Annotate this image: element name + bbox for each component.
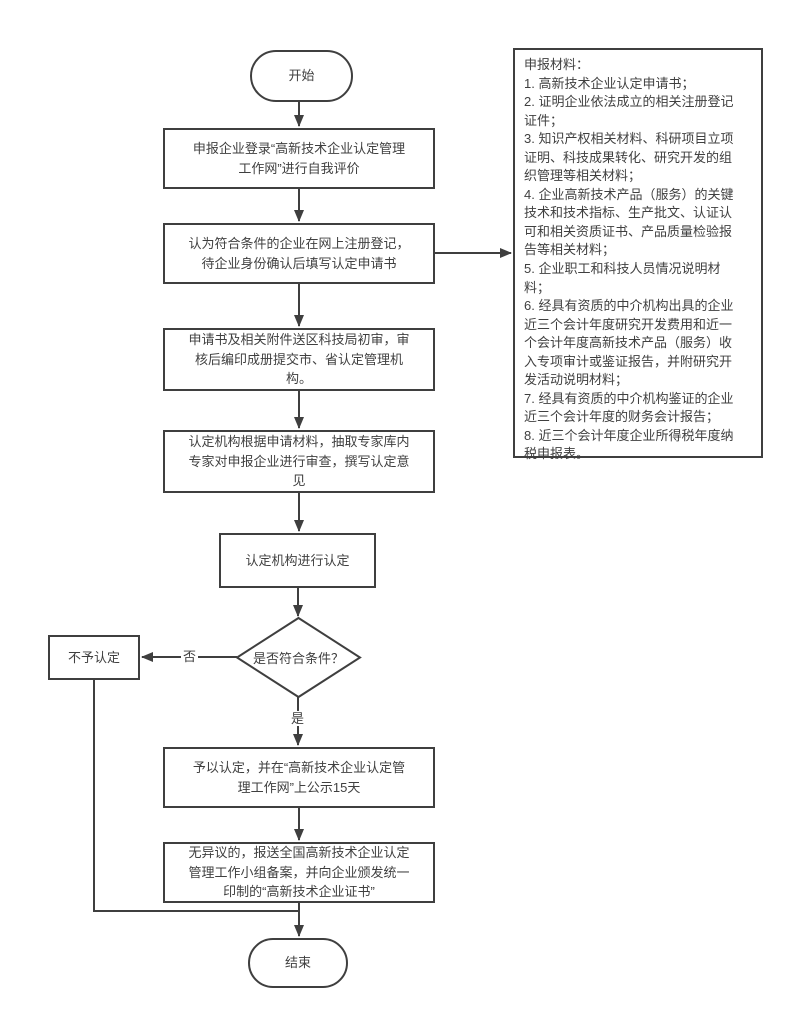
process-reject: 不予认定 xyxy=(48,635,140,680)
process-record-filing: 无异议的，报送全国高新技术企业认定 管理工作小组备案，并向企业颁发统一 印制的“… xyxy=(163,842,435,903)
process-self-evaluation: 申报企业登录“高新技术企业认定管理 工作网”进行自我评价 xyxy=(163,128,435,189)
start-node: 开始 xyxy=(250,50,353,102)
edge-label-no: 否 xyxy=(181,649,198,664)
process-expert-review-text: 认定机构根据申请材料，抽取专家库内 专家对申报企业进行审查，撰写认定意 见 xyxy=(188,434,410,489)
process-initial-review-text: 申请书及相关附件送区科技局初审，审 核后编印成册提交市、省认定管理机 构。 xyxy=(188,332,410,387)
process-publicize: 予以认定，并在“高新技术企业认定管 理工作网”上公示15天 xyxy=(163,747,435,808)
process-record-filing-text: 无异议的，报送全国高新技术企业认定 管理工作小组备案，并向企业颁发统一 印制的“… xyxy=(188,845,410,900)
process-self-evaluation-text: 申报企业登录“高新技术企业认定管理 工作网”进行自我评价 xyxy=(192,141,406,176)
end-node: 结束 xyxy=(248,938,348,988)
process-initial-review: 申请书及相关附件送区科技局初审，审 核后编印成册提交市、省认定管理机 构。 xyxy=(163,328,435,391)
process-register: 认为符合条件的企业在网上注册登记， 待企业身份确认后填写认定申请书 xyxy=(163,223,435,284)
process-reject-text: 不予认定 xyxy=(67,649,120,665)
process-recognition-text: 认定机构进行认定 xyxy=(245,552,350,568)
end-node-label: 结束 xyxy=(284,955,311,971)
materials-note: 申报材料： 1. 高新技术企业认定申请书； 2. 证明企业依法成立的相关注册登记… xyxy=(513,48,763,461)
edge-label-yes: 是 xyxy=(289,711,306,726)
process-expert-review: 认定机构根据申请材料，抽取专家库内 专家对申报企业进行审查，撰写认定意 见 xyxy=(163,430,435,493)
process-register-text: 认为符合条件的企业在网上注册登记， 待企业身份确认后填写认定申请书 xyxy=(188,236,410,271)
decision-node: 是否符合条件？ xyxy=(238,618,359,697)
process-publicize-text: 予以认定，并在“高新技术企业认定管 理工作网”上公示15天 xyxy=(192,760,406,795)
start-node-label: 开始 xyxy=(288,68,315,84)
edge-reject-to-end-junction xyxy=(93,680,299,912)
process-recognition: 认定机构进行认定 xyxy=(219,533,376,588)
decision-node-label: 是否符合条件？ xyxy=(252,651,344,666)
